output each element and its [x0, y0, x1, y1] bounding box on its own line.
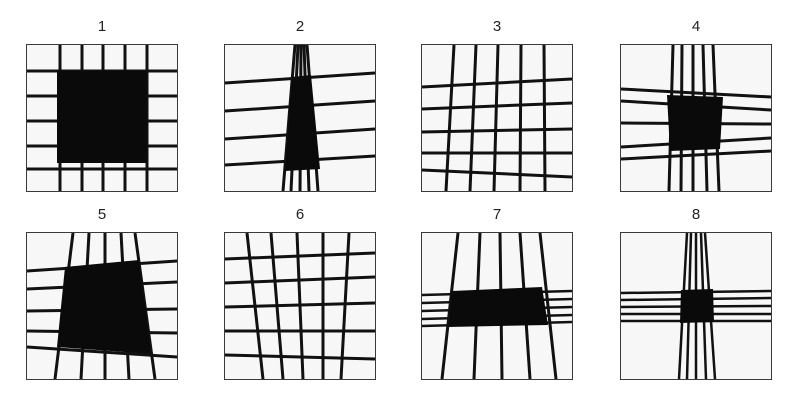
panel-number: 5 [97, 206, 107, 223]
panel-number: 3 [492, 18, 502, 35]
panel-image [224, 232, 376, 380]
panel-number: 6 [295, 206, 305, 223]
panel-image [224, 44, 376, 192]
panel-number: 7 [492, 206, 502, 223]
panel-number: 1 [97, 18, 107, 35]
grid-drawing [621, 45, 771, 191]
grid-drawing [422, 45, 572, 191]
grid-drawing [27, 233, 177, 379]
grid-drawing [422, 233, 572, 379]
panel-number: 2 [295, 18, 305, 35]
panel-number: 8 [691, 206, 701, 223]
panel-image [26, 44, 178, 192]
panel-image [421, 44, 573, 192]
grid-drawing [225, 45, 375, 191]
grid-drawing [621, 233, 771, 379]
panel-number: 4 [691, 18, 701, 35]
grid-drawing [27, 45, 177, 191]
panel-image [26, 232, 178, 380]
panel-image [620, 44, 772, 192]
grid-drawing [225, 233, 375, 379]
panel-image [421, 232, 573, 380]
panel-image [620, 232, 772, 380]
